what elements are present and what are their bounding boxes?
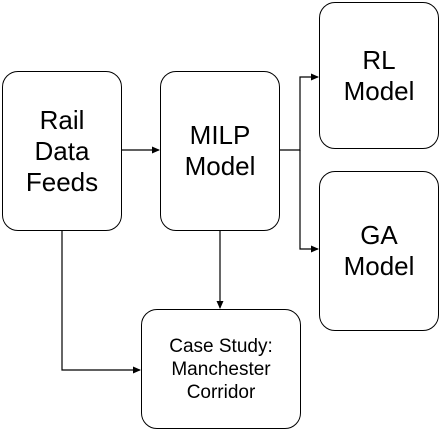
arrow-milp-to-ga [299, 150, 319, 253]
milp-model-node: MILP Model [160, 71, 280, 231]
case-study-line-3: Corridor [186, 381, 256, 403]
arrow-rail-to-case-study [61, 231, 141, 374]
rail-data-feeds-node: Rail Data Feeds [2, 71, 122, 231]
milp-model-line-2: Model [184, 151, 256, 181]
case-study-line-2: Manchester [171, 358, 271, 380]
case-study-node: Case Study: Manchester Corridor [141, 309, 301, 429]
rail-data-feeds-line-3: Feeds [25, 166, 99, 197]
rail-data-feeds-line-1: Rail [39, 104, 85, 135]
rl-model-line-1: RL [362, 44, 396, 75]
ga-model-line-1: GA [360, 220, 398, 250]
case-study-line-1: Case Study: [169, 335, 273, 357]
ga-model-node: GA Model [319, 171, 439, 331]
ga-model-line-2: Model [343, 251, 415, 281]
rail-data-feeds-line-2: Data [34, 135, 90, 166]
arrow-milp-to-rl [280, 73, 319, 151]
rl-model-line-2: Model [343, 75, 415, 106]
milp-model-line-1: MILP [189, 120, 251, 150]
rl-model-node: RL Model [319, 2, 439, 149]
